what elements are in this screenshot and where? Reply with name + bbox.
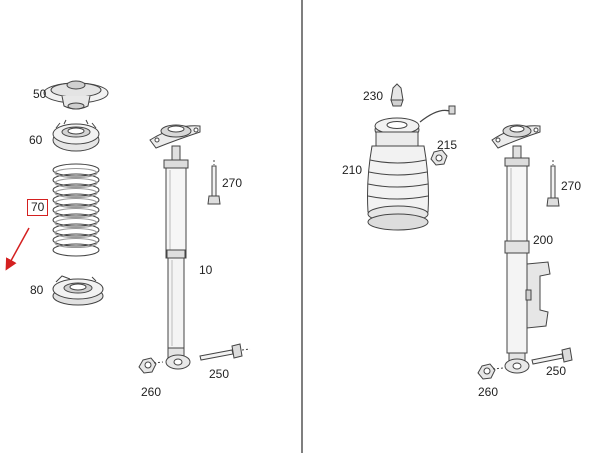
part-250-bolt-right[interactable] <box>531 347 573 365</box>
part-60-upper-spring-seat[interactable] <box>52 119 100 152</box>
part-70-coil-spring[interactable] <box>52 163 100 257</box>
label-250-left: 250 <box>209 367 230 381</box>
label-200: 200 <box>533 233 554 247</box>
part-10-shock-absorber[interactable] <box>149 124 201 370</box>
label-80: 80 <box>30 283 44 297</box>
part-270-bolt-right[interactable] <box>546 160 560 207</box>
label-215: 215 <box>437 138 458 152</box>
part-260-nut-right[interactable] <box>477 363 504 380</box>
label-70-highlighted: 70 <box>27 199 49 216</box>
part-260-nut-left[interactable] <box>138 357 164 374</box>
label-250-right: 250 <box>546 364 567 378</box>
part-210-air-spring[interactable] <box>367 105 456 231</box>
part-215-nut[interactable] <box>430 149 448 166</box>
label-210: 210 <box>342 163 363 177</box>
label-230: 230 <box>363 89 384 103</box>
highlight-arrow <box>5 227 30 271</box>
label-260-right: 260 <box>478 385 499 399</box>
part-200-shock-absorber[interactable] <box>491 124 551 374</box>
part-50-top-mount[interactable] <box>43 80 109 110</box>
label-270-right: 270 <box>561 179 582 193</box>
label-50: 50 <box>33 87 47 101</box>
label-10: 10 <box>199 263 213 277</box>
part-270-bolt-left[interactable] <box>207 160 221 205</box>
label-260-left: 260 <box>141 385 162 399</box>
label-60: 60 <box>29 133 43 147</box>
part-250-bolt-left[interactable] <box>199 343 251 361</box>
part-230-clip[interactable] <box>390 83 404 107</box>
label-270-left: 270 <box>222 176 243 190</box>
part-80-lower-spring-seat[interactable] <box>52 275 104 306</box>
